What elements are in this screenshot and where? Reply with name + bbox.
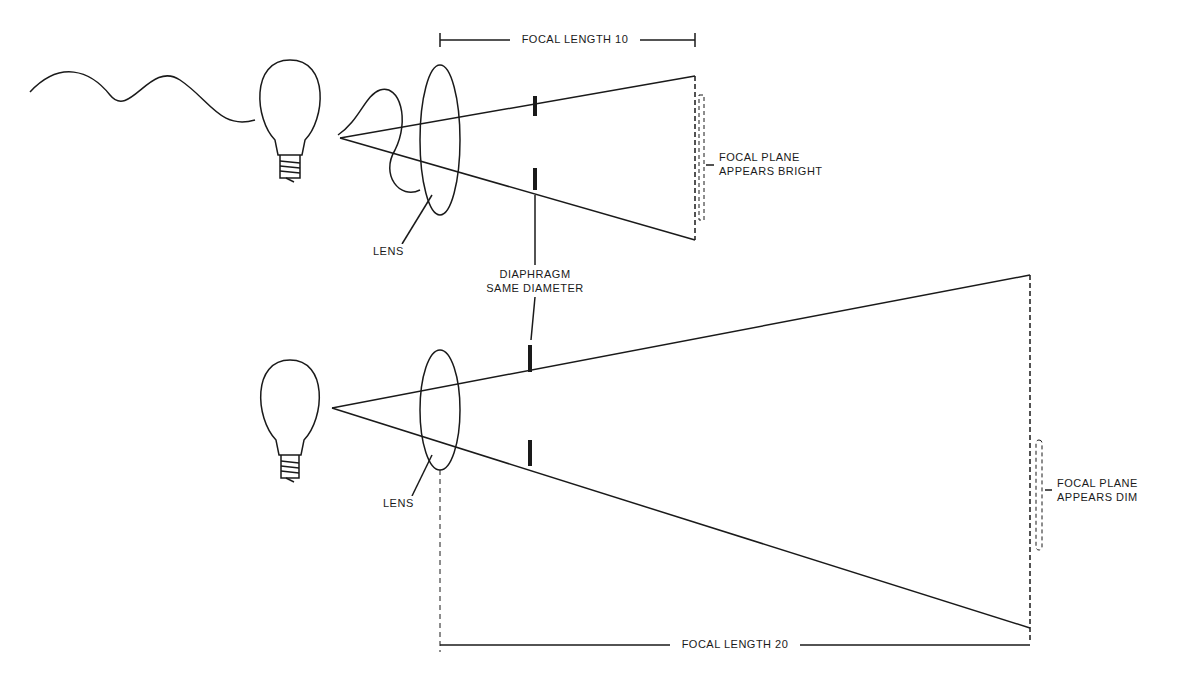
diaphragm [533, 168, 537, 190]
lens [420, 65, 460, 215]
lens [420, 350, 460, 470]
leader-line [706, 164, 714, 166]
light-ray [340, 138, 695, 240]
focal-plane-screen [699, 95, 704, 220]
diaphragm [528, 440, 532, 466]
part-label: FOCAL PLANE APPEARS BRIGHT [716, 150, 831, 180]
leader-line [402, 195, 432, 244]
leader-line [1045, 489, 1052, 491]
diaphragm [533, 96, 537, 116]
focal-plane [1029, 275, 1031, 640]
focal-plane-screen [1036, 440, 1042, 550]
part-label: LENS [380, 496, 430, 512]
leader-line [534, 195, 536, 265]
dimension-label: FOCAL LENGTH 10 [510, 32, 640, 48]
leader-line [412, 455, 432, 496]
bulb-base [281, 455, 299, 482]
dimension-tick [439, 33, 441, 47]
diaphragm [528, 345, 532, 372]
power-cord [30, 72, 255, 122]
dimension-tick [694, 33, 696, 47]
light-bulb [261, 360, 320, 455]
dimension-label: FOCAL LENGTH 20 [670, 637, 800, 653]
light-bulb [260, 60, 320, 155]
part-label: DIAPHRAGM SAME DIAMETER [480, 267, 590, 297]
bulb-base [280, 155, 300, 182]
focal-plane [694, 76, 696, 240]
part-label: FOCAL PLANE APPEARS DIM [1054, 476, 1164, 506]
light-ray [332, 275, 1030, 408]
light-ray [340, 76, 695, 138]
part-label: LENS [370, 244, 420, 260]
light-ray [332, 408, 1030, 628]
extension-line [440, 470, 441, 652]
leader-line [531, 297, 535, 340]
